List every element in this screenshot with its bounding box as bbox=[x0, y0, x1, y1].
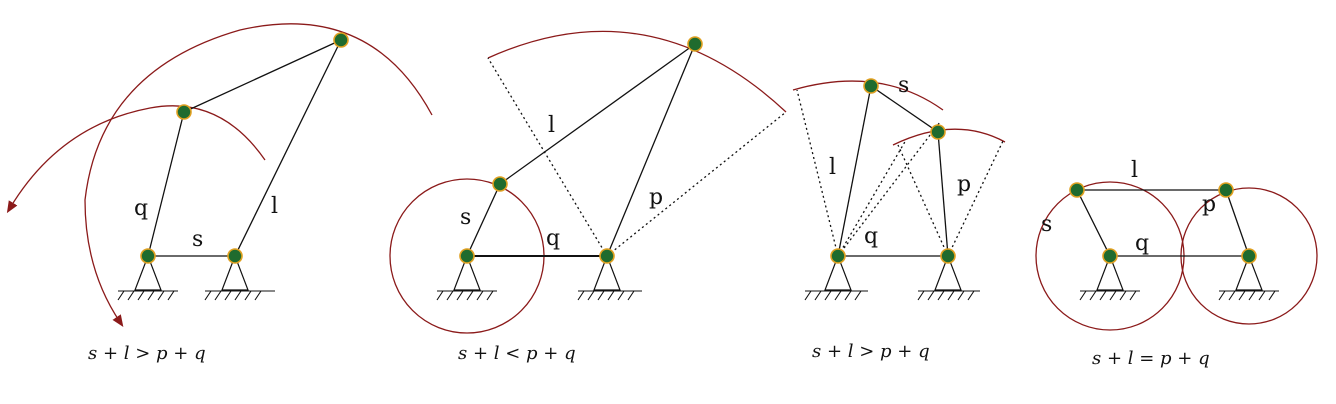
panel2-joint bbox=[492, 176, 508, 192]
panel1-link-q bbox=[147, 111, 185, 257]
panel1-label-q: q bbox=[134, 196, 148, 221]
panel2-link-l bbox=[499, 43, 696, 185]
panel4-label-p: p bbox=[1202, 192, 1216, 217]
panel3-label-p: p bbox=[957, 172, 971, 197]
panel1-caption: s + l > p + q bbox=[88, 343, 206, 364]
panel1-label-l: l bbox=[271, 194, 278, 219]
panel1-joint bbox=[140, 248, 156, 264]
panel4-link-p bbox=[1225, 189, 1250, 257]
panel2-label-p: p bbox=[649, 185, 663, 210]
panel2-dotted-right bbox=[606, 111, 787, 257]
panel3-caption: s + l > p + q bbox=[812, 341, 930, 362]
panel-1: q s l s + l > p + q bbox=[6, 23, 433, 364]
panel4-link-s bbox=[1076, 189, 1111, 257]
panel3-link-l bbox=[837, 85, 872, 257]
panel2-ground-right bbox=[577, 254, 642, 301]
panel1-link-l bbox=[234, 39, 342, 257]
panel2-caption: s + l < p + q bbox=[458, 343, 576, 364]
panel-3: s l p q s + l > p + q bbox=[792, 73, 1006, 362]
panel3-link-p bbox=[937, 131, 949, 257]
panel2-ground-left bbox=[436, 254, 497, 301]
panel3-link-s bbox=[870, 85, 939, 133]
panel3-dotted bbox=[897, 144, 949, 257]
panel2-joint bbox=[459, 248, 475, 264]
panel4-ground-left bbox=[1079, 254, 1140, 301]
panel1-joint bbox=[227, 248, 243, 264]
panel2-dotted-left bbox=[487, 57, 608, 257]
panel3-ground-right bbox=[917, 254, 980, 301]
panel4-caption: s + l = p + q bbox=[1092, 348, 1210, 369]
panel2-link-p bbox=[606, 43, 696, 257]
panel3-label-s: s bbox=[898, 73, 909, 98]
panel4-label-l: l bbox=[1131, 158, 1138, 183]
panel4-joint bbox=[1069, 182, 1085, 198]
panel2-joint bbox=[687, 36, 703, 52]
panel2-joint bbox=[599, 248, 615, 264]
panel3-dotted bbox=[947, 140, 1004, 257]
panel4-ground-right bbox=[1218, 254, 1279, 301]
panel4-label-q: q bbox=[1135, 231, 1149, 256]
panel2-link-s bbox=[466, 183, 501, 257]
panel1-ground-right bbox=[204, 254, 275, 301]
panel4-joint bbox=[1102, 248, 1118, 264]
panel1-label-s: s bbox=[192, 227, 203, 252]
panel2-label-q: q bbox=[546, 226, 560, 251]
panel4-label-s: s bbox=[1041, 212, 1052, 237]
panel2-label-l: l bbox=[548, 113, 555, 138]
panel4-joint bbox=[1218, 182, 1234, 198]
panel3-dotted bbox=[837, 121, 941, 257]
panel3-joint bbox=[830, 248, 846, 264]
panel3-joint bbox=[863, 78, 879, 94]
panel3-label-l: l bbox=[829, 155, 836, 180]
panel3-arc-right bbox=[892, 128, 1006, 146]
panel2-arc-top bbox=[487, 30, 787, 113]
panel-4: l s p q s + l = p + q bbox=[1035, 158, 1318, 369]
panel1-joint bbox=[333, 32, 349, 48]
panel3-joint bbox=[940, 248, 956, 264]
panel3-ground-left bbox=[804, 254, 868, 301]
panel4-joint bbox=[1241, 248, 1257, 264]
panel3-dotted bbox=[796, 89, 839, 257]
panel1-joint bbox=[176, 104, 192, 120]
panel1-ground-left bbox=[117, 254, 178, 301]
panel-2: l s q p s + l < p + q bbox=[389, 30, 787, 364]
panel3-joint bbox=[930, 124, 946, 140]
panel1-arc-large bbox=[84, 23, 433, 327]
panel3-label-q: q bbox=[864, 224, 878, 249]
panel2-label-s: s bbox=[460, 205, 471, 230]
panel1-arc-small bbox=[6, 105, 266, 214]
panel1-link-coupler bbox=[183, 39, 342, 113]
